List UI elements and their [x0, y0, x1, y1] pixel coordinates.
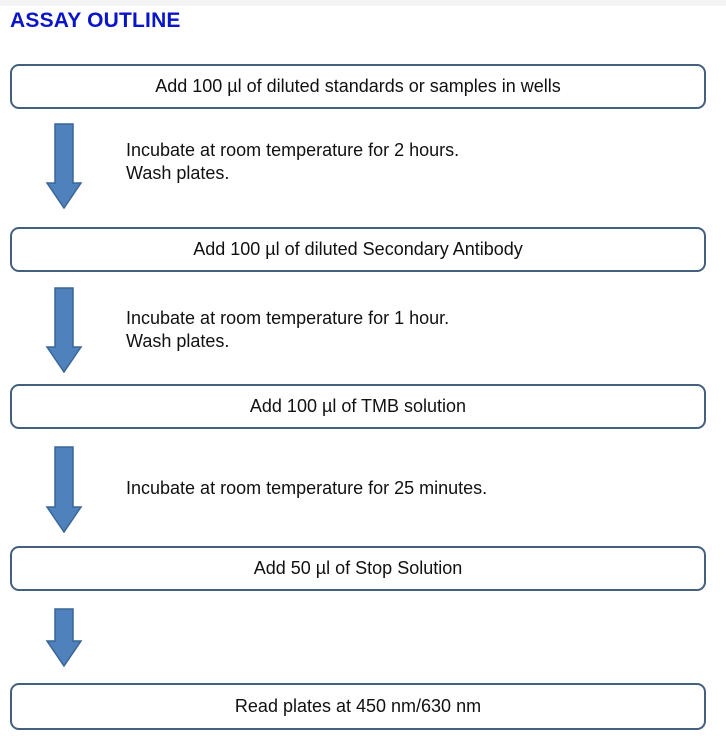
down-arrow-icon — [45, 123, 83, 209]
step-note-2: Incubate at room temperature for 1 hour.… — [126, 307, 449, 353]
step-box-3: Add 100 µl of TMB solution — [10, 384, 706, 429]
step-label: Add 100 µl of TMB solution — [249, 396, 467, 416]
note-line: Wash plates. — [126, 331, 230, 351]
down-arrow-icon — [45, 446, 83, 533]
note-line: Wash plates. — [126, 163, 230, 183]
step-box-1: Add 100 µl of diluted standards or sampl… — [10, 64, 706, 109]
step-note-3: Incubate at room temperature for 25 minu… — [126, 477, 487, 500]
step-box-2: Add 100 µl of diluted Secondary Antibody — [10, 227, 706, 272]
down-arrow-icon — [45, 287, 83, 373]
page-title: ASSAY OUTLINE — [10, 9, 181, 32]
step-label: Add 100 µl of diluted Secondary Antibody — [193, 239, 523, 259]
top-bar — [0, 0, 726, 6]
note-line: Incubate at room temperature for 1 hour. — [126, 308, 450, 328]
step-box-5: Read plates at 450 nm/630 nm — [10, 683, 706, 730]
step-note-1: Incubate at room temperature for 2 hours… — [126, 139, 459, 185]
step-box-4: Add 50 µl of Stop Solution — [10, 546, 706, 591]
step-label: Add 50 µl of Stop Solution — [253, 558, 463, 578]
step-label: Read plates at 450 nm/630 nm — [234, 696, 482, 716]
note-line: Incubate at room temperature for 2 hours… — [126, 140, 460, 160]
down-arrow-icon — [45, 608, 83, 667]
step-label: Add 100 µl of diluted standards or sampl… — [155, 76, 561, 96]
note-line: Incubate at room temperature for 25 minu… — [126, 478, 488, 498]
